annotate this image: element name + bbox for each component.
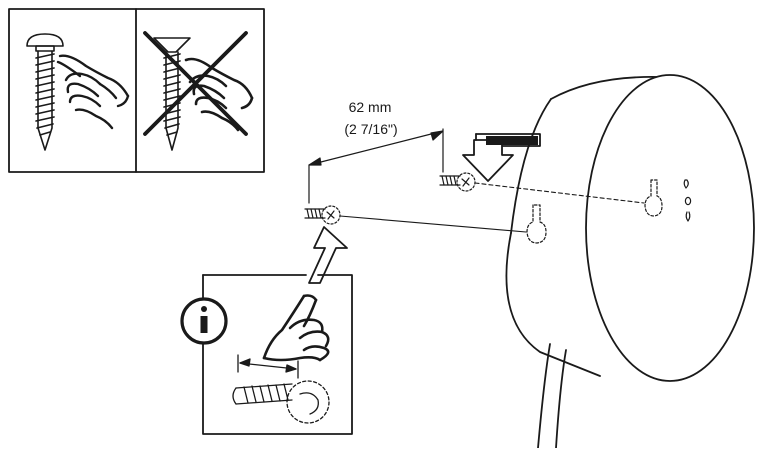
info-callout-panel	[203, 275, 352, 434]
screw-comparison-panel	[9, 9, 264, 172]
wall-screw-right	[440, 173, 475, 191]
hand-pointing-icon	[264, 296, 328, 361]
spacing-dimension	[309, 129, 443, 203]
arrow-up-icon	[309, 227, 347, 283]
alignment-lines	[340, 183, 644, 232]
spacing-metric-label: 62 mm	[348, 99, 392, 115]
wall-screw-left	[305, 206, 340, 224]
pan-head-screw-icon	[27, 34, 63, 150]
arrow-down-icon	[463, 134, 540, 181]
spacing-imperial-label: (2 7/16")	[344, 121, 398, 137]
hand-pointing-icon	[58, 56, 128, 128]
screw-closeup	[233, 381, 329, 423]
countersunk-screw-crossed-icon	[145, 33, 252, 150]
screw-depth-indicator	[238, 355, 298, 378]
round-device	[506, 75, 754, 448]
info-icon	[182, 299, 226, 343]
